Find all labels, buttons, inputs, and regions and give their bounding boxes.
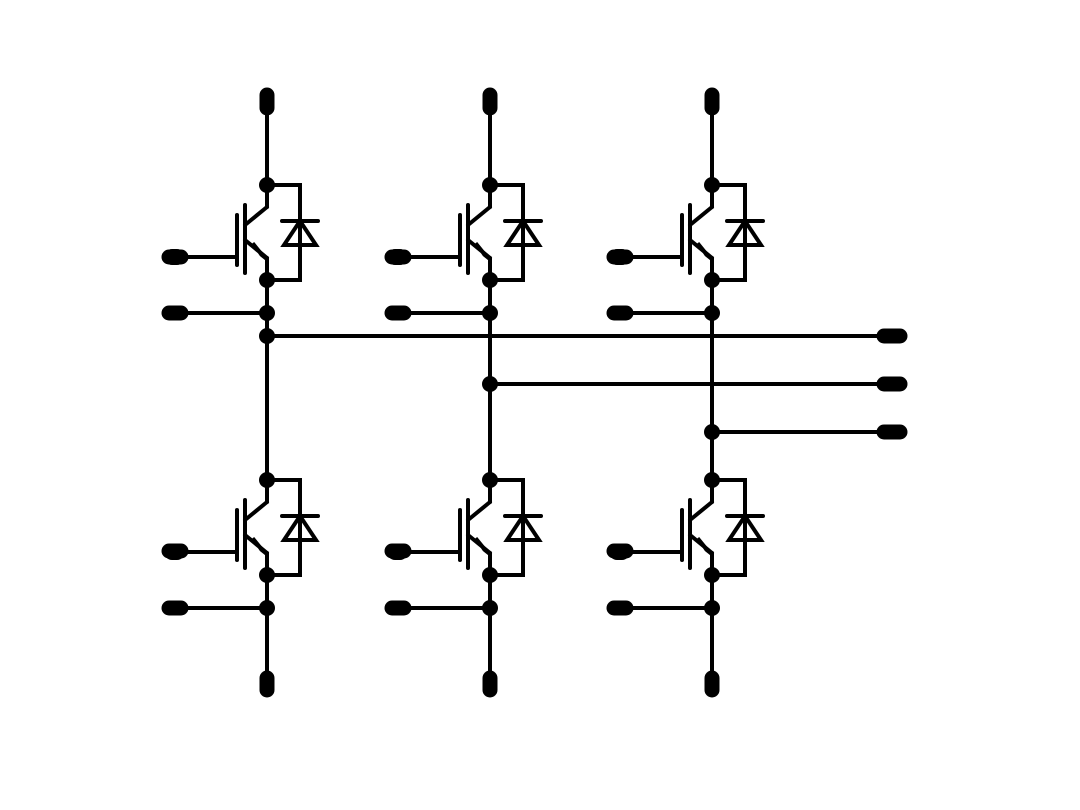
leg-3-low-side-diode-triangle	[725, 512, 765, 542]
leg-1-low-side-collector-diag	[243, 500, 269, 522]
leg-3-high-side-diode-loop	[712, 183, 747, 282]
leg-3-low-side-emitter-arrow	[696, 537, 713, 556]
leg-2-high-side-collector-diag	[466, 205, 492, 227]
leg-2-high-side-emitter-arrow	[474, 242, 491, 261]
leg-3-low-side-diode-loop	[712, 478, 747, 577]
leg-2-low-side-diode-loop	[490, 478, 525, 577]
leg-1-high-side-collector-diag	[243, 205, 269, 227]
leg-3-high-side-diode-triangle	[725, 217, 765, 247]
leg-3	[606, 87, 908, 698]
leg-1-high-side-diode-loop	[267, 183, 302, 282]
leg-2-low-side-diode-triangle	[503, 512, 543, 542]
leg-2-high-side-diode-triangle	[503, 217, 543, 247]
leg-2-low-side-collector-diag	[466, 500, 492, 522]
leg-3-high-side-collector-diag	[688, 205, 714, 227]
leg-2-high-side-diode-loop	[490, 183, 525, 282]
leg-1-low-side-diode-loop	[267, 478, 302, 577]
leg-2	[384, 87, 908, 698]
leg-1-high-side-emitter-arrow	[251, 242, 268, 261]
leg-1-low-side-emitter-arrow	[251, 537, 268, 556]
leg-1-low-side-diode-triangle	[280, 512, 320, 542]
leg-3-high-side-emitter-arrow	[696, 242, 713, 261]
leg-3-low-side-collector-diag	[688, 500, 714, 522]
leg-2-low-side-emitter-arrow	[474, 537, 491, 556]
leg-1	[161, 87, 908, 698]
leg-1-high-side-diode-triangle	[280, 217, 320, 247]
